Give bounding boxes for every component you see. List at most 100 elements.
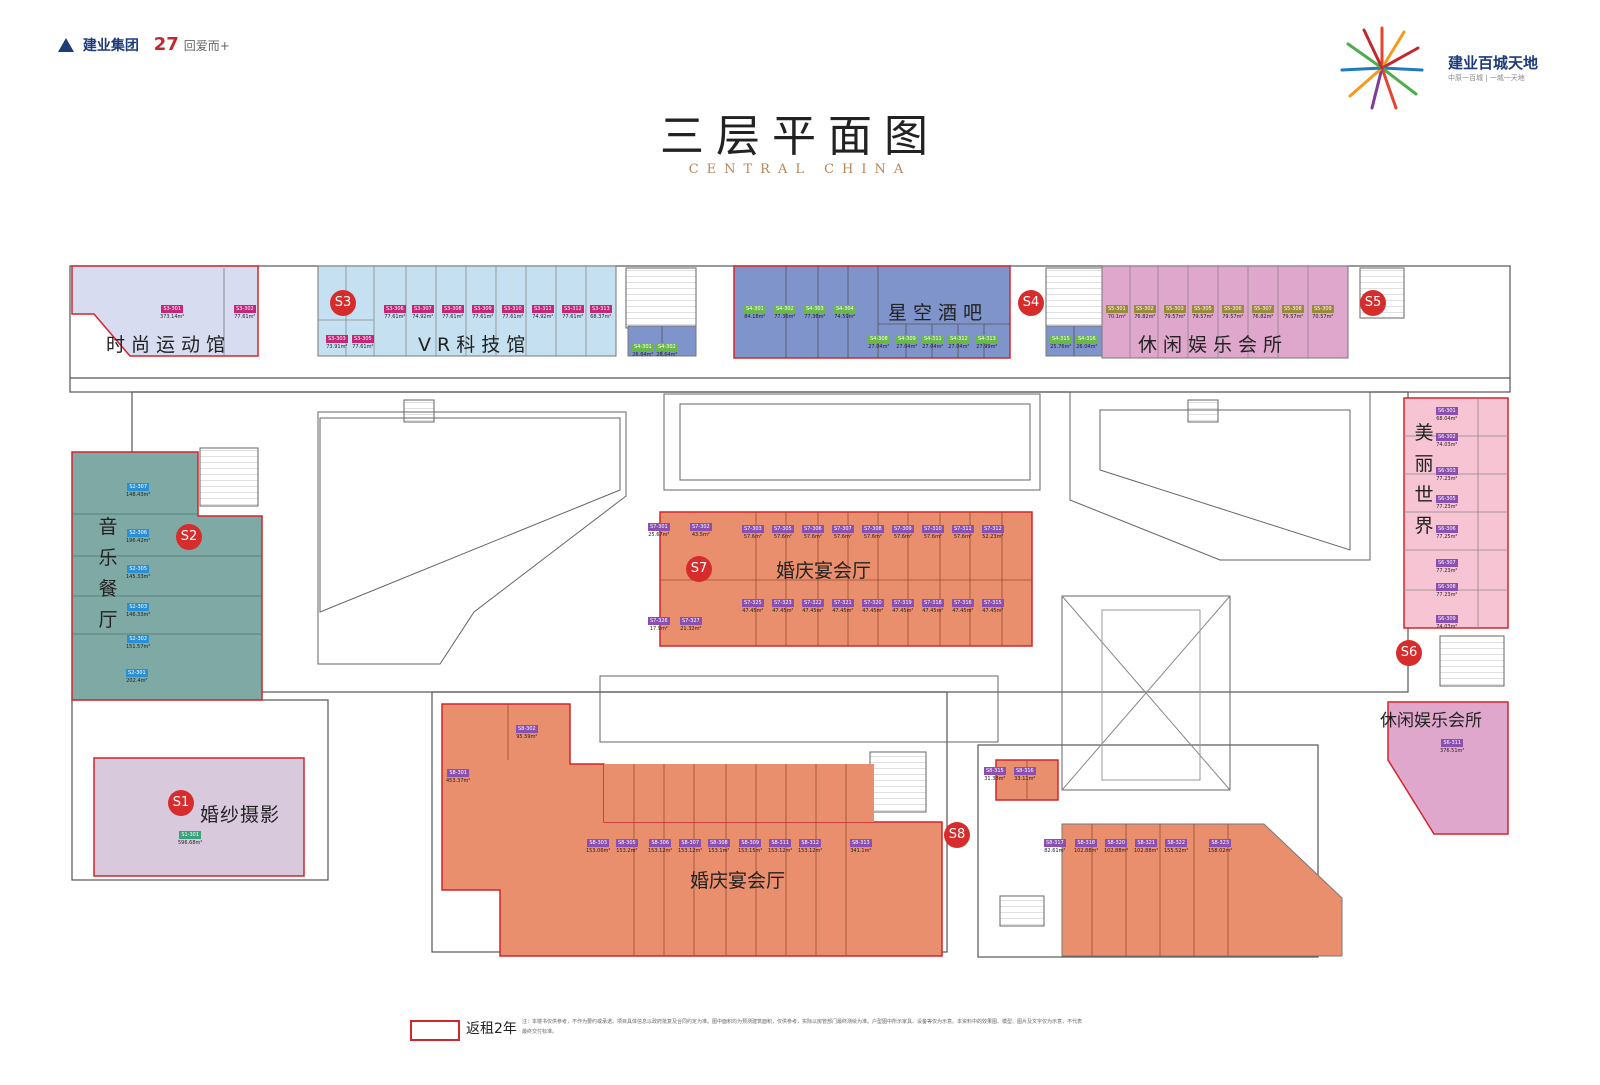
brand-left-number: 27 bbox=[153, 34, 179, 55]
unit-id: S8-321 bbox=[1135, 839, 1158, 847]
unit-id: S8-311 bbox=[769, 839, 792, 847]
unit-area: 153.12m² bbox=[798, 848, 823, 854]
unit-id: S3-303 bbox=[326, 335, 348, 343]
unit-area: 77.61m² bbox=[234, 314, 256, 320]
unit-area: 47.45m² bbox=[922, 608, 944, 614]
block-badge-s5: S5 bbox=[1360, 290, 1386, 316]
unit-id: S8-306 bbox=[649, 839, 672, 847]
beauty-char-4: 界 bbox=[1414, 515, 1434, 537]
unit-id: S3-305 bbox=[352, 335, 374, 343]
unit-id: S4-301 bbox=[632, 343, 654, 351]
unit-id: S8-316 bbox=[1014, 767, 1036, 775]
beauty-char-2: 丽 bbox=[1414, 453, 1434, 475]
page-subtitle: CENTRAL CHINA bbox=[688, 162, 912, 177]
unit-id: S7-323 bbox=[772, 599, 794, 607]
unit-id: S3-301 bbox=[161, 305, 184, 313]
unit-area: 77.61m² bbox=[384, 314, 406, 320]
unit-id: S8-302 bbox=[516, 725, 538, 733]
unit-area: 47.45m² bbox=[982, 608, 1004, 614]
unit-id: S7-308 bbox=[862, 525, 884, 533]
unit-id: S7-318 bbox=[922, 599, 944, 607]
brand-logo-right: 建业百城天地 中原一百城 | 一城一天地 bbox=[1448, 52, 1538, 83]
unit-id: S6-311 bbox=[1441, 739, 1464, 747]
unit-area: 453.37m² bbox=[446, 778, 471, 784]
unit-id: S5-306 bbox=[1222, 305, 1244, 313]
unit-area: 74.59m² bbox=[834, 314, 856, 320]
unit-id: S8-315 bbox=[984, 767, 1006, 775]
unit-area: 74.92m² bbox=[412, 314, 434, 320]
unit-area: 26.84m² bbox=[632, 352, 654, 358]
unit-id: S6-303 bbox=[1436, 467, 1458, 475]
unit-area: 146.33m² bbox=[126, 612, 151, 618]
unit-area: 77.61m² bbox=[562, 314, 584, 320]
unit-id: S6-309 bbox=[1436, 615, 1458, 623]
unit-area: 151.57m² bbox=[126, 644, 151, 650]
unit-area: 57.6m² bbox=[833, 534, 852, 540]
block-badge-s3: S3 bbox=[330, 290, 356, 316]
music-char-2: 乐 bbox=[98, 547, 118, 569]
unit-id: S4-315 bbox=[1050, 335, 1072, 343]
unit-area: 77.61m² bbox=[472, 314, 494, 320]
unit-id: S2-301 bbox=[126, 669, 148, 677]
unit-area: 77.61m² bbox=[352, 344, 374, 350]
zone-wedding-photo bbox=[93, 757, 305, 877]
zone-label-leisure-south: 休闲娱乐会所 bbox=[1380, 711, 1482, 731]
disclaimer-note: 注：本楼书仅供参考，不作为要约或承诺。项目具体信息以政府批复及合同约定为准。图中… bbox=[522, 1019, 1083, 1035]
unit-id: S4-309 bbox=[896, 335, 918, 343]
unit-id: S8-307 bbox=[679, 839, 702, 847]
unit-area: 158.02m² bbox=[1208, 848, 1233, 854]
unit-area: 57.6m² bbox=[953, 534, 972, 540]
unit-id: S6-308 bbox=[1436, 583, 1458, 591]
zone-label-leisure-north: 休闲娱乐会所 bbox=[1138, 334, 1289, 356]
unit-id: S7-307 bbox=[832, 525, 854, 533]
unit-id: S5-303 bbox=[1164, 305, 1186, 313]
unit-id: S5-301 bbox=[1106, 305, 1128, 313]
unit-area: 153.1m² bbox=[708, 848, 730, 854]
unit-id: S8-313 bbox=[850, 839, 872, 847]
unit-area: 79.57m² bbox=[1192, 314, 1214, 320]
unit-id: S2-303 bbox=[127, 603, 150, 611]
unit-area: 77.23m² bbox=[1436, 504, 1458, 510]
unit-area: 73.91m² bbox=[326, 344, 348, 350]
unit-id: S4-302 bbox=[656, 343, 678, 351]
zone-vr-walls bbox=[318, 266, 587, 356]
zone-banquet-south-units bbox=[604, 764, 874, 822]
zone-banquet-east bbox=[1061, 823, 1343, 957]
unit-area: 57.6m² bbox=[893, 534, 912, 540]
unit-id: S8-309 bbox=[739, 839, 762, 847]
block-badge-s2: S2 bbox=[176, 524, 202, 550]
zone-banquet-south-walls bbox=[507, 704, 847, 956]
unit-id: S6-302 bbox=[1436, 433, 1458, 441]
unit-area: 76.82m² bbox=[1252, 314, 1274, 320]
unit-area: 47.45m² bbox=[832, 608, 854, 614]
